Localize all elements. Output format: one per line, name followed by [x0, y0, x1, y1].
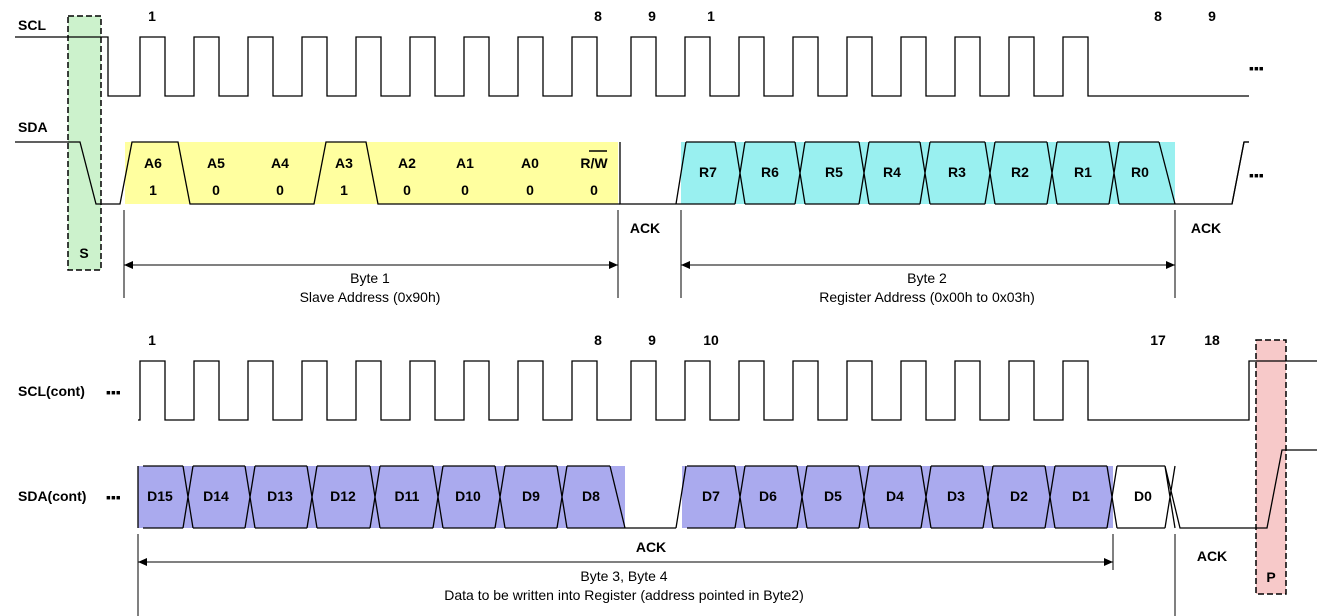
- scl-cont-waveform: [138, 360, 1317, 421]
- bit-field-fills: [125, 142, 1175, 528]
- data-bytes-span-arrow-left: [138, 558, 147, 566]
- sda-label: SDA: [18, 119, 48, 135]
- data-bit: D0: [1134, 488, 1152, 504]
- row1-clock-number: 9: [1208, 8, 1216, 24]
- byte1-bit-value: 1: [149, 182, 157, 198]
- byte1-bit-name: A0: [521, 155, 539, 171]
- data-bit: D11: [395, 488, 420, 504]
- scl-waveform: [15, 36, 1249, 97]
- byte2-title: Byte 2: [907, 270, 947, 286]
- data-bit: D13: [267, 488, 293, 504]
- byte2-bit: R5: [825, 164, 843, 180]
- dimension-lines: [123, 210, 1176, 616]
- row1-clock-number: 1: [707, 8, 715, 24]
- scl-ellipsis: ▪▪▪: [1249, 60, 1264, 76]
- data-bit: D2: [1010, 488, 1028, 504]
- data-bit: D10: [455, 488, 481, 504]
- start-condition: S: [67, 15, 102, 271]
- start-condition-label: S: [79, 245, 88, 261]
- byte2-bit: R4: [883, 164, 901, 180]
- row1-clock-number: 8: [1154, 8, 1162, 24]
- byte2-bit: R1: [1074, 164, 1092, 180]
- data-bit: D1: [1072, 488, 1090, 504]
- byte1-subtitle: Slave Address (0x90h): [300, 289, 441, 305]
- data-bytes-span-arrow-right: [1104, 558, 1113, 566]
- byte2-bit: R2: [1011, 164, 1029, 180]
- row1-clock-number: 8: [594, 8, 602, 24]
- sda-ack1-line: [619, 142, 676, 205]
- ack-label-byte2: ACK: [1191, 220, 1221, 236]
- byte1-bit-name: A2: [398, 155, 416, 171]
- data-bytes-title: Byte 3, Byte 4: [580, 568, 667, 584]
- sda-tail-line: [1231, 141, 1249, 205]
- ack-label-byte3: ACK: [636, 539, 666, 555]
- data-bit: D12: [330, 488, 356, 504]
- byte1-bit-name: A1: [456, 155, 474, 171]
- byte1-bits: A6 1 A5 0 A4 0 A3 1 A2 0 A1 0 A0 0 R/W 0: [144, 150, 608, 198]
- sda-cont-msb-line: [137, 465, 676, 529]
- waveforms: [15, 36, 1317, 529]
- scl-label: SCL: [18, 17, 46, 33]
- byte1-bit-value: 0: [403, 182, 411, 198]
- sda-ellipsis: ▪▪▪: [1249, 167, 1264, 183]
- byte2-bit: R7: [699, 164, 717, 180]
- sda-cont-label: SDA(cont): [18, 488, 86, 504]
- scl-cont-ellipsis: ▪▪▪: [106, 384, 121, 400]
- byte2-bit: R3: [948, 164, 966, 180]
- byte1-bit-value: 0: [526, 182, 534, 198]
- byte1-bit-name: R/W: [580, 155, 608, 171]
- byte1-bit-name: A4: [271, 155, 289, 171]
- row1-clock-number: 1: [148, 8, 156, 24]
- byte2-bits: R7 R6 R5 R4 R3 R2 R1 R0: [699, 164, 1149, 180]
- byte1-bit-name: A5: [207, 155, 225, 171]
- byte1-span-arrow-left: [124, 261, 133, 269]
- sda-cont-ellipsis: ▪▪▪: [106, 489, 121, 505]
- byte1-bit-value: 1: [340, 182, 348, 198]
- byte2-subtitle: Register Address (0x00h to 0x03h): [819, 289, 1035, 305]
- data-bit: D5: [824, 488, 842, 504]
- data-msb-field-fill: [138, 466, 625, 528]
- data-bit: D9: [522, 488, 540, 504]
- data-lsb-field-fill: [682, 466, 1113, 528]
- byte1-bit-name: A3: [335, 155, 353, 171]
- byte2-span-arrow-left: [681, 261, 690, 269]
- byte1-bit-value: 0: [276, 182, 284, 198]
- data-bit: D3: [947, 488, 965, 504]
- row2-clock-number: 9: [648, 332, 656, 348]
- stop-condition-box: [1255, 339, 1287, 595]
- byte1-bit-value: 0: [590, 182, 598, 198]
- row2-clock-number: 17: [1150, 332, 1166, 348]
- data-bit: D7: [702, 488, 720, 504]
- start-condition-box: [67, 15, 102, 271]
- data-bit: D6: [759, 488, 777, 504]
- sda-cont-lsb-line: [675, 449, 1317, 529]
- ack-label-byte1: ACK: [630, 220, 660, 236]
- data-bit: D4: [886, 488, 904, 504]
- byte1-title: Byte 1: [350, 270, 390, 286]
- sda-byte1-line: [15, 141, 620, 205]
- byte1-bit-name: A6: [144, 155, 162, 171]
- row2-clock-number: 8: [594, 332, 602, 348]
- sda-byte2-line: [675, 141, 1249, 205]
- byte2-bit: R0: [1131, 164, 1149, 180]
- byte1-bit-value: 0: [461, 182, 469, 198]
- row2-clock-number: 1: [148, 332, 156, 348]
- row2-clock-number: 18: [1204, 332, 1220, 348]
- data-bit: D14: [203, 488, 229, 504]
- stop-condition: P: [1255, 339, 1287, 595]
- row1-clock-number: 9: [648, 8, 656, 24]
- row2-clock-number: 10: [703, 332, 719, 348]
- data-bits: D15 D14 D13 D12 D11 D10 D9 D8 D7 D6 D5 D…: [147, 488, 1152, 504]
- ack-label-byte4: ACK: [1197, 548, 1227, 564]
- scl-cont-label: SCL(cont): [18, 383, 85, 399]
- data-bit: D8: [582, 488, 600, 504]
- data-bit: D15: [147, 488, 173, 504]
- stop-condition-label: P: [1266, 569, 1275, 585]
- byte1-span-arrow-right: [609, 261, 618, 269]
- data-bytes-subtitle: Data to be written into Register (addres…: [444, 587, 804, 603]
- byte2-span-arrow-right: [1166, 261, 1175, 269]
- byte2-bit: R6: [761, 164, 779, 180]
- byte1-bit-value: 0: [212, 182, 220, 198]
